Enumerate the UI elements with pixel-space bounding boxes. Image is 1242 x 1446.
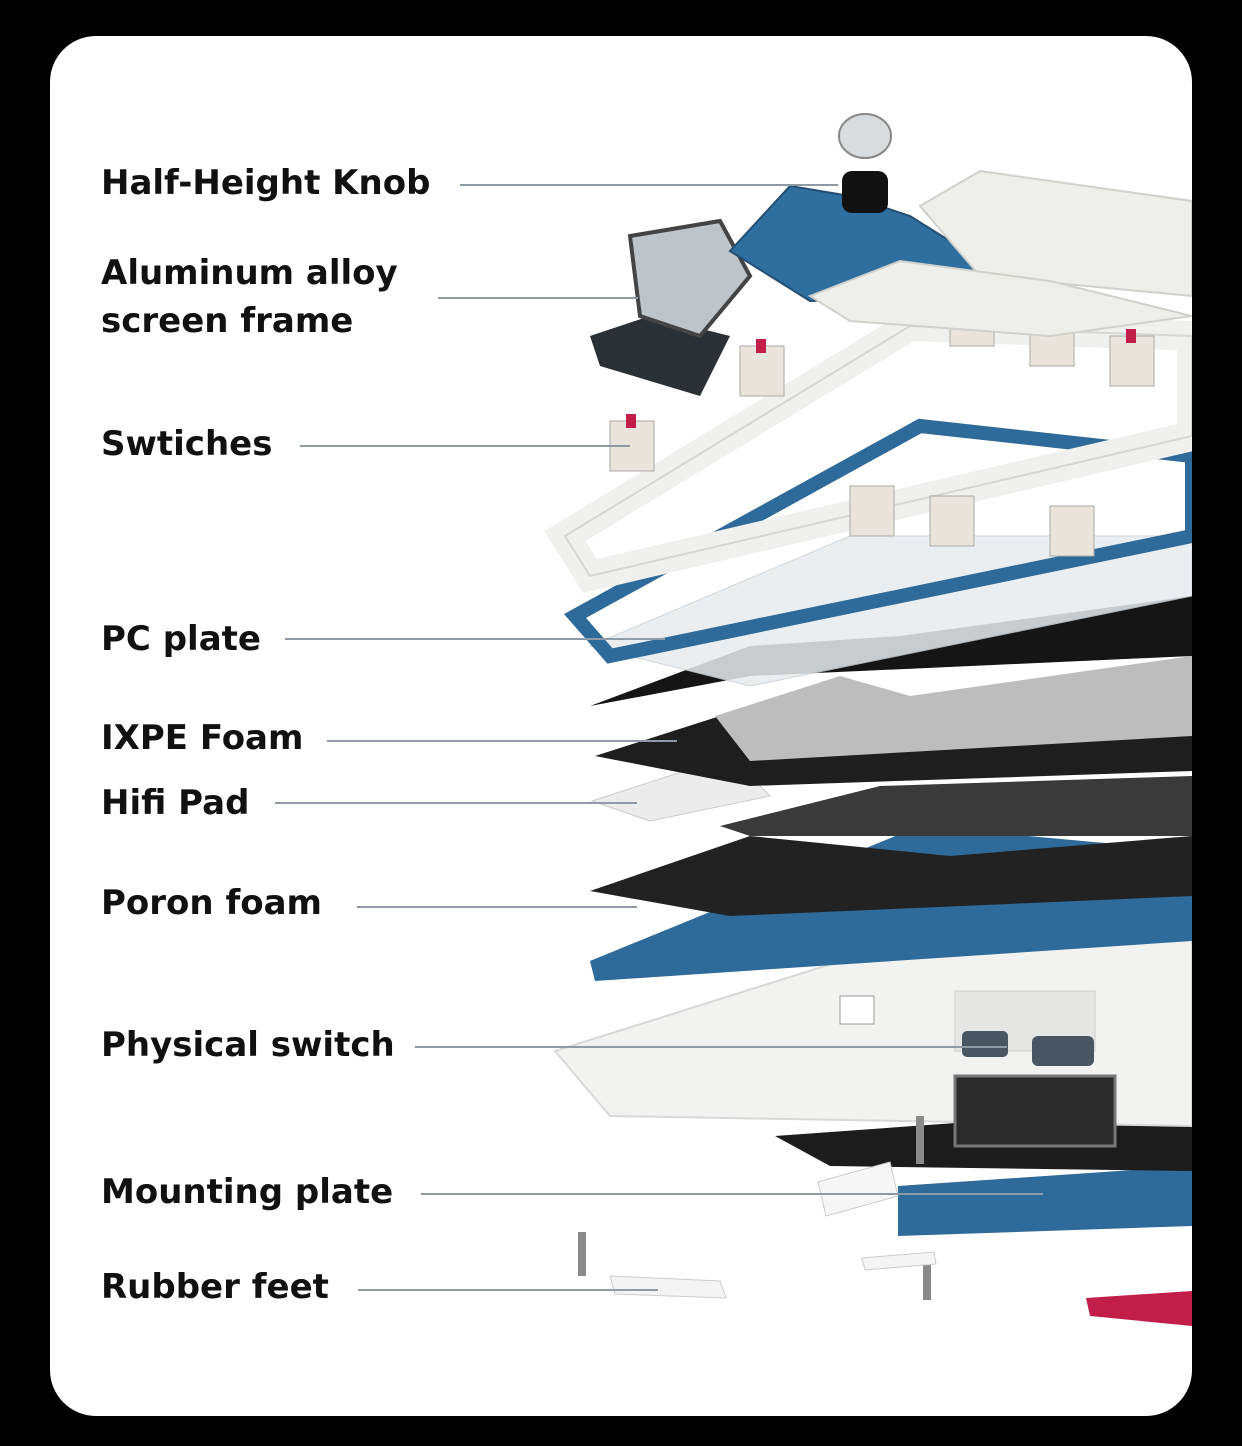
poron-foam-shape — [590, 836, 1192, 916]
leader-line-pc-plate — [285, 638, 665, 640]
screw-3 — [923, 1262, 931, 1300]
label-aluminum-alloy: Aluminum alloy — [101, 253, 398, 293]
leader-line-switches — [300, 445, 630, 447]
label-screen-frame: screen frame — [101, 301, 354, 341]
white-keycaps — [918, 169, 1192, 298]
label-switches: Swtiches — [101, 424, 273, 464]
rubber-foot-1 — [609, 1275, 727, 1299]
label-mounting-plate: Mounting plate — [101, 1172, 394, 1212]
physical-switch-toggle-2 — [1032, 1036, 1094, 1066]
screw-1 — [916, 1116, 924, 1164]
usb-port-shape — [839, 995, 875, 1025]
knob-cap-shape — [838, 113, 892, 159]
label-half-height-knob: Half-Height Knob — [101, 163, 431, 203]
keyboard-exploded-illustration — [544, 113, 1192, 1326]
aluminum-screen-frame-shape — [627, 218, 753, 339]
leader-line-frame — [438, 297, 638, 299]
label-rubber-feet: Rubber feet — [101, 1267, 329, 1307]
poron-foam-upper — [720, 776, 1192, 836]
leader-line-ixpe-foam — [327, 740, 677, 742]
rubber-foot-3 — [817, 1161, 899, 1217]
label-poron-foam: Poron foam — [101, 883, 322, 923]
blue-frame-shape — [564, 418, 1192, 664]
white-top-case-outline — [563, 324, 1192, 578]
mounting-plate-shape — [898, 1166, 1192, 1236]
physical-switch-toggle-1 — [962, 1031, 1008, 1057]
knob-body-shape — [842, 171, 888, 213]
battery-bracket-shape — [953, 1074, 1117, 1148]
leader-line-rubber-feet — [358, 1289, 658, 1291]
leader-line-physical-switch — [415, 1046, 1007, 1048]
leader-line-mounting-plate — [421, 1193, 1043, 1195]
label-pc-plate: PC plate — [101, 619, 261, 659]
label-ixpe-foam: IXPE Foam — [101, 718, 304, 758]
grey-plate-shape — [715, 656, 1192, 761]
exploded-view-card: Half-Height Knob Aluminum alloy screen f… — [50, 36, 1192, 1416]
leader-line-poron-foam — [357, 906, 637, 908]
rubber-foot-2 — [861, 1251, 937, 1271]
leader-line-hifi-pad — [275, 802, 637, 804]
red-accent-piece — [1086, 1291, 1192, 1326]
leader-line-knob — [460, 184, 838, 186]
screw-2 — [578, 1232, 586, 1276]
label-physical-switch: Physical switch — [101, 1025, 395, 1065]
label-hifi-pad: Hifi Pad — [101, 783, 250, 823]
white-keycaps-row2 — [807, 259, 1192, 338]
